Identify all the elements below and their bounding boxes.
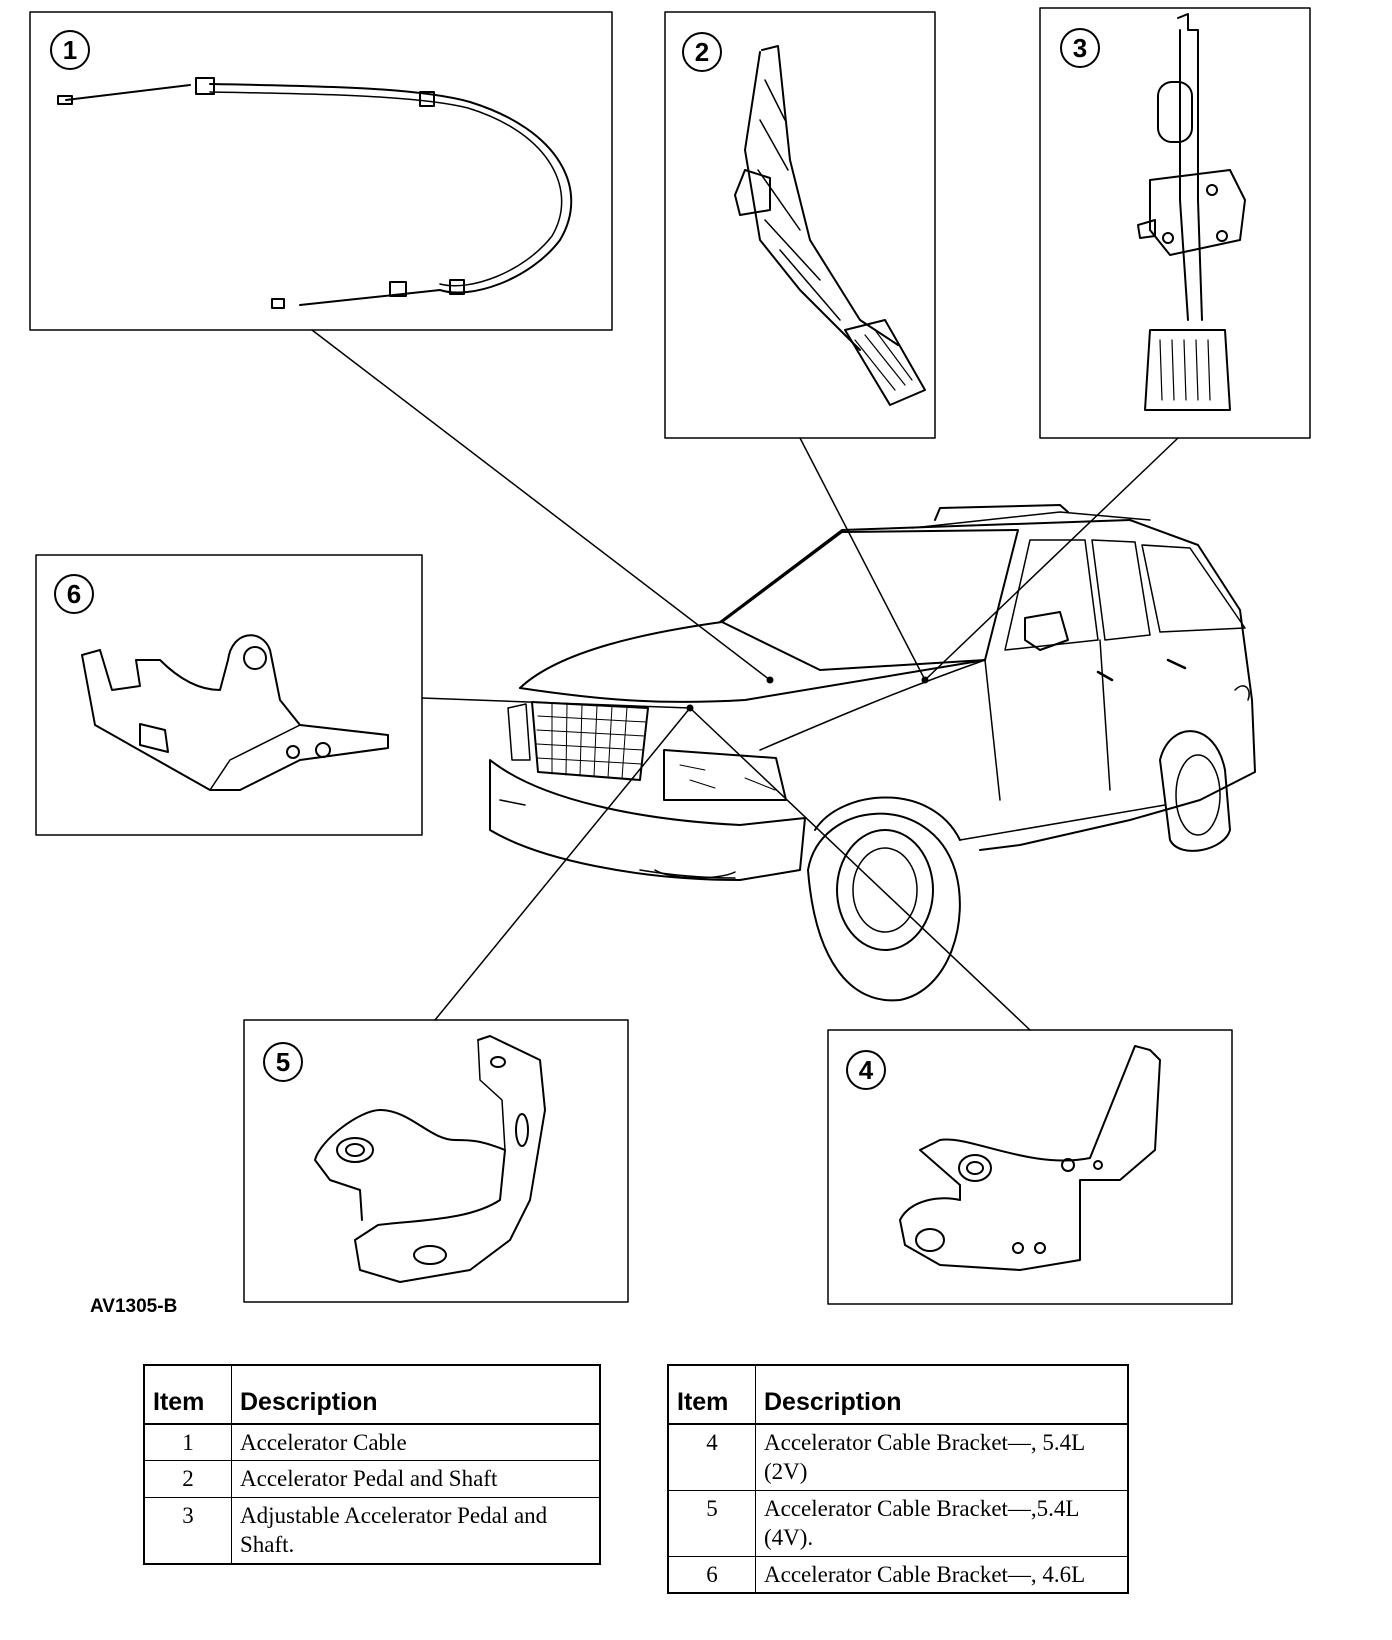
item-description: Adjustable Accelerator Pedal and Shaft. xyxy=(231,1497,600,1565)
callout-5: 5 xyxy=(276,1047,290,1077)
detail-box-3 xyxy=(1039,7,1311,439)
table-row: 2 Accelerator Pedal and Shaft xyxy=(144,1460,600,1498)
vehicle-illustration xyxy=(489,504,1256,1002)
legend-table-left: Item Description 1 Accelerator Cable 2 A… xyxy=(143,1364,601,1565)
accelerator-cable-drawing xyxy=(65,83,573,306)
table-row: 1 Accelerator Cable xyxy=(144,1424,600,1462)
table-row: 4 Accelerator Cable Bracket—, 5.4L (2V) xyxy=(668,1424,1128,1491)
callout-4: 4 xyxy=(859,1055,874,1085)
detail-box-4 xyxy=(827,1029,1233,1305)
item-number: 5 xyxy=(668,1490,756,1557)
item-number: 6 xyxy=(668,1556,756,1594)
detail-box-2 xyxy=(664,11,936,439)
item-description: Accelerator Cable xyxy=(231,1424,600,1462)
table-row: 5 Accelerator Cable Bracket—,5.4L (4V). xyxy=(668,1490,1128,1557)
figure-code: AV1305-B xyxy=(90,1296,178,1317)
bracket-54l-2v-drawing xyxy=(899,1045,1161,1271)
callout-3: 3 xyxy=(1073,33,1087,63)
item-description: Accelerator Cable Bracket—, 5.4L (2V) xyxy=(755,1424,1128,1491)
item-description: Accelerator Cable Bracket—,5.4L (4V). xyxy=(755,1490,1128,1557)
item-number: 2 xyxy=(144,1460,232,1498)
item-number: 4 xyxy=(668,1424,756,1491)
callout-6: 6 xyxy=(67,579,81,609)
header-description: Description xyxy=(755,1365,1128,1425)
bracket-46l-drawing xyxy=(81,634,389,791)
header-item: Item xyxy=(144,1365,232,1425)
detail-box-5 xyxy=(243,1019,629,1303)
adjustable-pedal-drawing xyxy=(1137,13,1246,411)
legend-header-row: Item Description xyxy=(144,1365,600,1425)
callout-numbers: 1 2 3 4 5 6 xyxy=(63,33,1087,1085)
legend-table-right: Item Description 4 Accelerator Cable Bra… xyxy=(667,1364,1129,1595)
table-row: 6 Accelerator Cable Bracket—, 4.6L xyxy=(668,1556,1128,1594)
bracket-54l-4v-drawing xyxy=(314,1035,546,1283)
detail-box-1 xyxy=(29,11,613,331)
legend-header-row: Item Description xyxy=(668,1365,1128,1425)
detail-box-6 xyxy=(35,554,423,836)
item-description: Accelerator Cable Bracket—, 4.6L xyxy=(755,1556,1128,1594)
callout-1: 1 xyxy=(63,35,77,65)
leader-lines xyxy=(311,329,1179,1031)
accelerator-pedal-drawing xyxy=(734,45,926,406)
header-description: Description xyxy=(231,1365,600,1425)
table-row: 3 Adjustable Accelerator Pedal and Shaft… xyxy=(144,1497,600,1565)
item-number: 1 xyxy=(144,1424,232,1462)
header-item: Item xyxy=(668,1365,756,1425)
item-number: 3 xyxy=(144,1497,232,1565)
callout-2: 2 xyxy=(695,37,709,67)
item-description: Accelerator Pedal and Shaft xyxy=(231,1460,600,1498)
